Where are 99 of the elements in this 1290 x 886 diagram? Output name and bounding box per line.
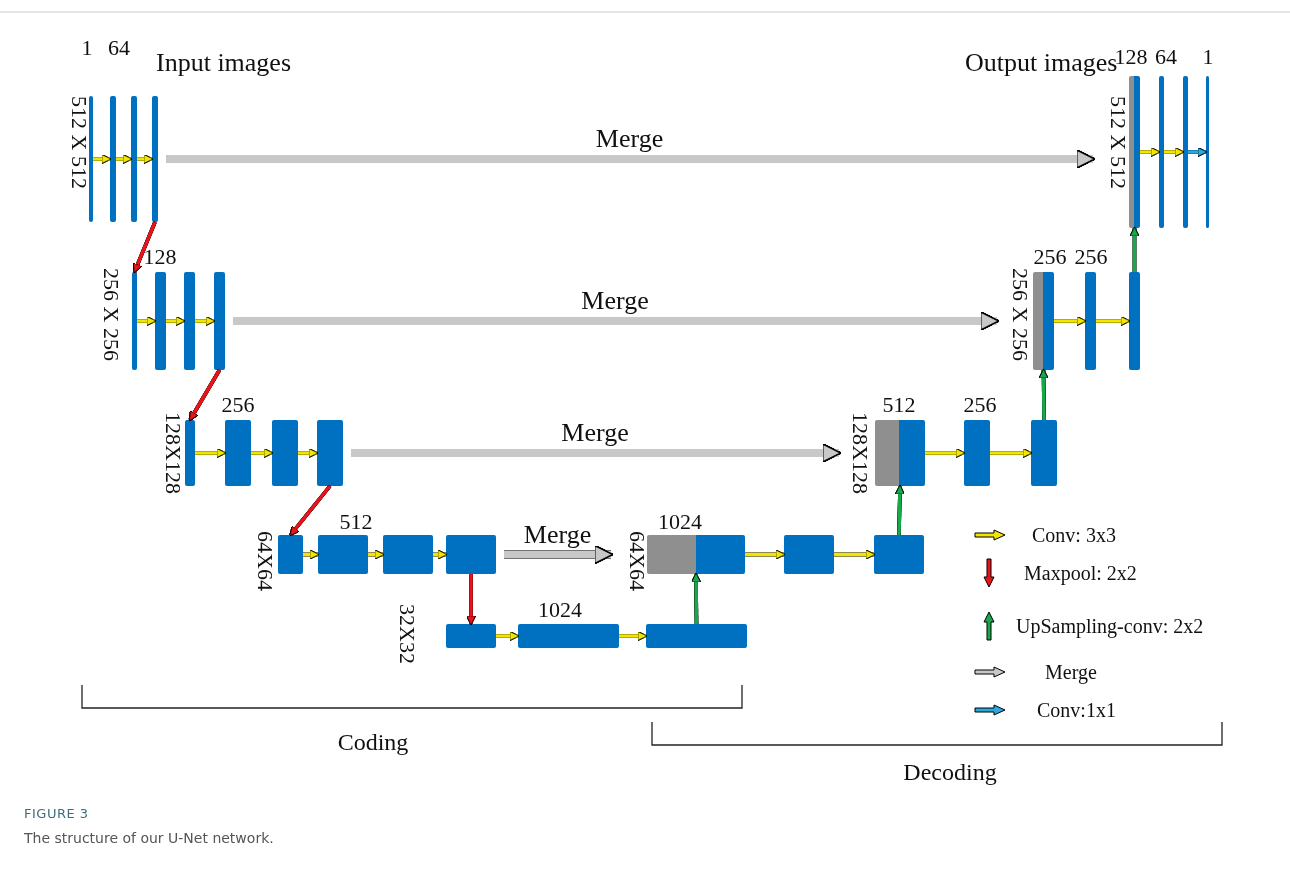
feature-map-bar — [272, 420, 298, 486]
feature-map-bar — [89, 96, 93, 222]
arrow — [895, 484, 905, 536]
layer-label: 256 — [221, 394, 255, 416]
dimension-label: 256 X 256 — [1009, 268, 1031, 361]
dimension-label: 256 X 256 — [100, 268, 122, 361]
arrow — [1140, 147, 1161, 157]
legend-label: Maxpool: 2x2 — [1024, 563, 1137, 583]
dimension-label: 32X32 — [396, 604, 418, 664]
feature-map-bar — [1206, 76, 1209, 228]
legend-label: Merge — [1045, 662, 1097, 682]
layer-label: 128 — [143, 246, 177, 268]
layer-label: 1024 — [658, 511, 702, 533]
feature-map-bar — [383, 535, 433, 574]
figure-label: FIGURE 3 — [24, 806, 89, 821]
feature-map-bar — [1129, 76, 1140, 228]
feature-map-bar — [318, 535, 368, 574]
dimension-label: 64X64 — [626, 531, 648, 591]
feature-map-bar — [647, 535, 745, 574]
feature-map-bar — [225, 420, 251, 486]
feature-map-bar — [184, 272, 195, 370]
layer-label: 64 — [108, 37, 130, 59]
layer-label: 256 — [1074, 246, 1108, 268]
feature-map-bar — [1085, 272, 1096, 370]
arrow — [116, 154, 133, 164]
arrow — [1129, 226, 1140, 272]
layer-label: 256 — [963, 394, 997, 416]
arrow — [496, 631, 520, 641]
arrow — [93, 154, 112, 164]
layer-label: 1024 — [538, 599, 582, 621]
edge-label: Merge — [595, 126, 664, 152]
arrow — [298, 448, 319, 458]
legend-label: Conv: 3x3 — [1032, 525, 1116, 545]
feature-map-bar — [1129, 272, 1140, 370]
feature-map-bar — [646, 624, 747, 648]
feature-map-bar — [446, 535, 496, 574]
layer-label: 512 — [882, 394, 916, 416]
dimension-label: 128X128 — [849, 412, 871, 494]
arrow — [433, 549, 448, 560]
layer-label: 512 — [339, 511, 373, 533]
arrow — [1164, 147, 1185, 157]
arrow — [990, 448, 1033, 458]
legend-label: Conv:1x1 — [1037, 700, 1116, 720]
feature-map-bar — [155, 272, 166, 370]
feature-map-bar — [185, 420, 195, 486]
dimension-label: 512 X 512 — [1107, 96, 1129, 189]
arrow — [251, 448, 274, 458]
arrow — [1096, 316, 1131, 326]
feature-map-bar — [874, 535, 924, 574]
arrow — [1038, 368, 1049, 420]
feature-map-bar — [132, 272, 137, 370]
arrow — [1188, 147, 1208, 157]
arrow — [691, 572, 701, 624]
arrow — [1054, 316, 1087, 326]
feature-map-bar — [1159, 76, 1164, 228]
layer-label: Input images — [156, 50, 292, 76]
layer-label: 256 — [1033, 246, 1067, 268]
legend-label: UpSampling-conv: 2x2 — [1016, 616, 1204, 636]
arrow — [925, 448, 966, 458]
layer-label: 64 — [1155, 46, 1177, 68]
feature-map-bar — [110, 96, 116, 222]
feature-map-bar — [278, 535, 303, 574]
feature-map-bar — [317, 420, 343, 486]
arrow — [619, 631, 648, 641]
layer-label: Coding — [337, 730, 409, 754]
feature-map-bar — [784, 535, 834, 574]
arrow — [137, 316, 157, 326]
feature-map-bar — [131, 96, 137, 222]
layer-label: 1 — [1202, 46, 1214, 68]
arrow — [195, 316, 216, 326]
dimension-label: 64X64 — [254, 531, 276, 591]
feature-map-bar — [1183, 76, 1188, 228]
arrow — [188, 369, 221, 422]
feature-map-bar — [214, 272, 225, 370]
edge-label: Merge — [561, 420, 629, 446]
feature-map-bar — [1031, 420, 1057, 486]
feature-map-bar — [152, 96, 158, 222]
arrow — [289, 484, 332, 537]
arrow — [834, 549, 876, 560]
layer-label: 1 — [81, 37, 93, 59]
arrow — [368, 549, 385, 560]
arrow — [195, 448, 227, 458]
edge-label: Merge — [581, 288, 649, 314]
feature-map-bar — [964, 420, 990, 486]
arrow — [166, 316, 186, 326]
caption: The structure of our U-Net network. — [24, 830, 274, 846]
arrow — [745, 549, 786, 560]
feature-map-bar — [875, 420, 925, 486]
arrow — [303, 549, 320, 560]
edge-label: Merge — [523, 521, 592, 548]
arrow — [137, 154, 154, 164]
arrow — [466, 574, 476, 626]
feature-map-bar — [1033, 272, 1054, 370]
arrow — [132, 221, 157, 274]
dimension-label: 128X128 — [162, 412, 184, 494]
dimension-label: 512 X 512 — [68, 96, 90, 189]
layer-label: Decoding — [903, 760, 997, 784]
feature-map-bar — [518, 624, 619, 648]
feature-map-bar — [446, 624, 496, 648]
